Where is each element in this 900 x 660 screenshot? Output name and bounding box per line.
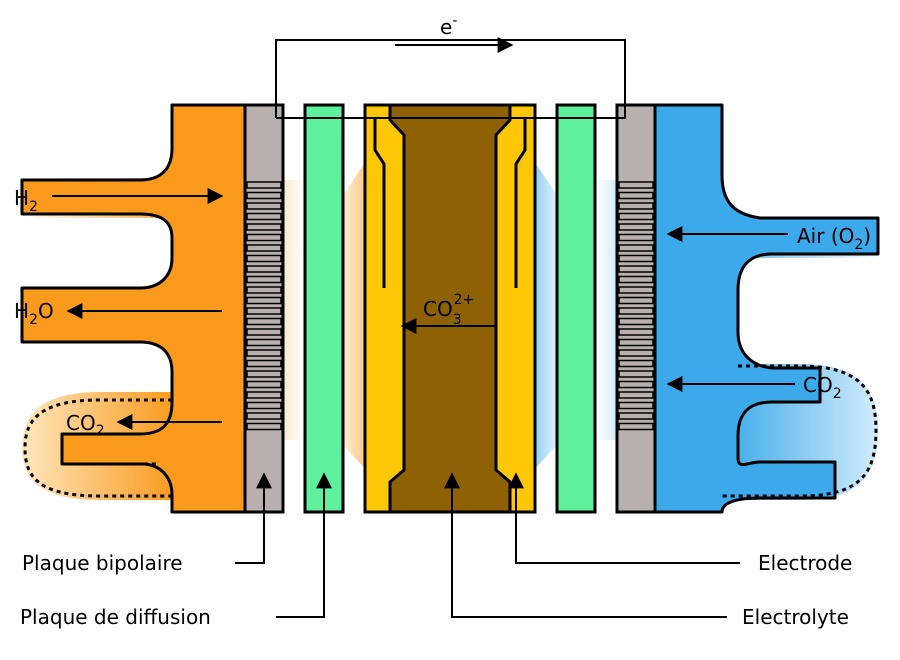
bipolar-plate-left	[243, 103, 285, 514]
fin	[618, 391, 654, 399]
fin	[618, 422, 654, 431]
fin	[618, 244, 654, 252]
fin	[618, 233, 654, 242]
electrolyte-ridge-left	[373, 118, 386, 288]
fin	[618, 328, 654, 336]
fin	[246, 391, 282, 399]
electrode-label: Electrode	[758, 551, 852, 575]
fin	[618, 412, 654, 420]
fin	[246, 265, 282, 273]
fin	[618, 359, 654, 368]
fin	[246, 359, 282, 368]
fin	[246, 422, 282, 431]
air-label: Air (O2)	[797, 224, 871, 253]
fin	[246, 212, 282, 221]
fin	[618, 275, 654, 284]
fin	[246, 380, 282, 389]
fin	[618, 181, 654, 189]
diffusion-plate-left	[303, 103, 345, 514]
bipolar-callout-line	[235, 510, 265, 564]
carbonate-ion-label: CO32+	[423, 292, 474, 328]
co2-right-label: CO2	[803, 373, 842, 402]
diffusion-plate-label: Plaque de diffusion	[20, 605, 211, 629]
fin	[246, 275, 282, 284]
fin	[618, 265, 654, 273]
fin	[246, 317, 282, 326]
fin	[246, 296, 282, 305]
fin	[618, 212, 654, 221]
fin	[618, 380, 654, 389]
co2-recycle-dotted-left	[23, 398, 172, 498]
diffusion-plate-right	[555, 103, 597, 514]
fin	[246, 254, 282, 263]
electrode-callout-line	[515, 510, 740, 564]
fin	[618, 401, 654, 410]
fin	[618, 286, 654, 294]
bipolar-plate-fins-left	[246, 181, 282, 431]
co2-left-label: CO2	[66, 411, 105, 439]
fin	[246, 338, 282, 347]
fin	[618, 307, 654, 315]
electrode-left	[363, 103, 407, 514]
fin	[618, 296, 654, 305]
h2-label: H2	[14, 186, 38, 215]
electrolyte-callout-line	[451, 510, 727, 618]
fin	[246, 412, 282, 420]
fin	[246, 307, 282, 315]
cathode-manifold	[653, 103, 880, 514]
fin	[246, 244, 282, 252]
fin	[246, 191, 282, 200]
fin	[246, 401, 282, 410]
fin	[618, 202, 654, 210]
electrolyte-label: Electrolyte	[742, 605, 849, 629]
fin	[618, 223, 654, 231]
fin	[618, 349, 654, 357]
fin	[618, 254, 654, 263]
electrolyte-block	[388, 103, 512, 514]
fin	[246, 233, 282, 242]
co2-recycle-dotted-right	[722, 364, 878, 498]
bipolar-plate-right	[615, 103, 657, 514]
electrolyte-ridge-right	[514, 118, 527, 288]
electrode-right	[493, 103, 537, 514]
anode-diffusion-zone	[343, 158, 368, 472]
bipolar-plate-label: Plaque bipolaire	[22, 551, 183, 575]
fin	[618, 191, 654, 200]
external-circuit	[275, 39, 626, 119]
h2o-label: H2O	[14, 299, 54, 328]
fin	[246, 349, 282, 357]
fin	[246, 202, 282, 210]
fin	[618, 370, 654, 378]
fin	[246, 328, 282, 336]
anode-manifold	[20, 103, 247, 514]
bipolar-plate-fins-right	[618, 181, 654, 431]
fin	[246, 286, 282, 294]
electron-label: e-	[440, 13, 457, 39]
fin	[246, 370, 282, 378]
fin	[618, 317, 654, 326]
fin	[246, 223, 282, 231]
fin	[246, 181, 282, 189]
diffusion-callout-line	[276, 510, 325, 618]
cathode-diffusion-zone	[532, 158, 557, 472]
fin	[618, 338, 654, 347]
